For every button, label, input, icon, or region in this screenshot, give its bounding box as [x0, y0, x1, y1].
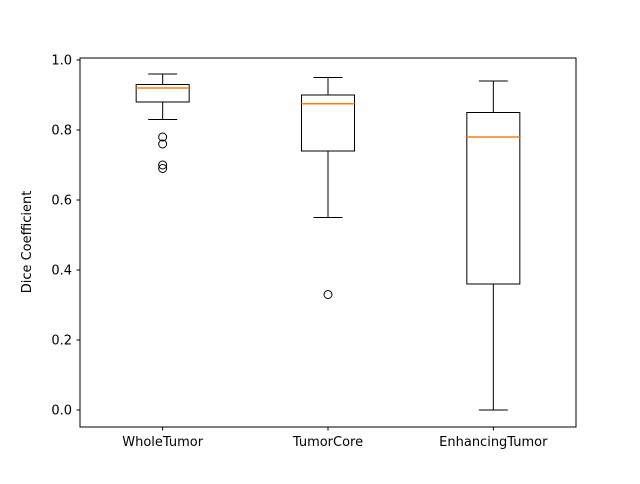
y-tick-label: 0.2 — [51, 334, 72, 349]
x-tick-label-EnhancingTumor: EnhancingTumor — [439, 435, 548, 450]
box-iqr — [466, 112, 521, 285]
box-series — [135, 73, 521, 411]
boxplot-TumorCore — [301, 77, 355, 299]
x-tick-label-TumorCore: TumorCore — [292, 435, 363, 450]
y-tick-label: 0.4 — [51, 264, 72, 279]
y-tick-label: 1.0 — [51, 54, 72, 69]
boxplot-EnhancingTumor — [466, 80, 521, 411]
x-axis-ticks: WholeTumor TumorCore EnhancingTumor — [122, 427, 548, 450]
x-tick-label-WholeTumor: WholeTumor — [122, 435, 203, 450]
y-tick-label: 0.8 — [51, 124, 72, 139]
y-axis-label: Dice Coefficient — [20, 191, 35, 294]
outlier-point — [158, 164, 168, 173]
outlier-point — [158, 160, 168, 170]
y-axis-ticks: 0.0 0.2 0.4 0.6 0.8 1.0 — [51, 54, 80, 419]
outlier-point — [158, 132, 168, 142]
outlier-point — [158, 139, 168, 149]
y-tick-label: 0.6 — [51, 194, 72, 209]
box-iqr — [135, 84, 190, 103]
outlier-point — [323, 290, 333, 299]
y-tick-label: 0.0 — [51, 404, 72, 419]
boxplot-WholeTumor — [135, 73, 190, 173]
